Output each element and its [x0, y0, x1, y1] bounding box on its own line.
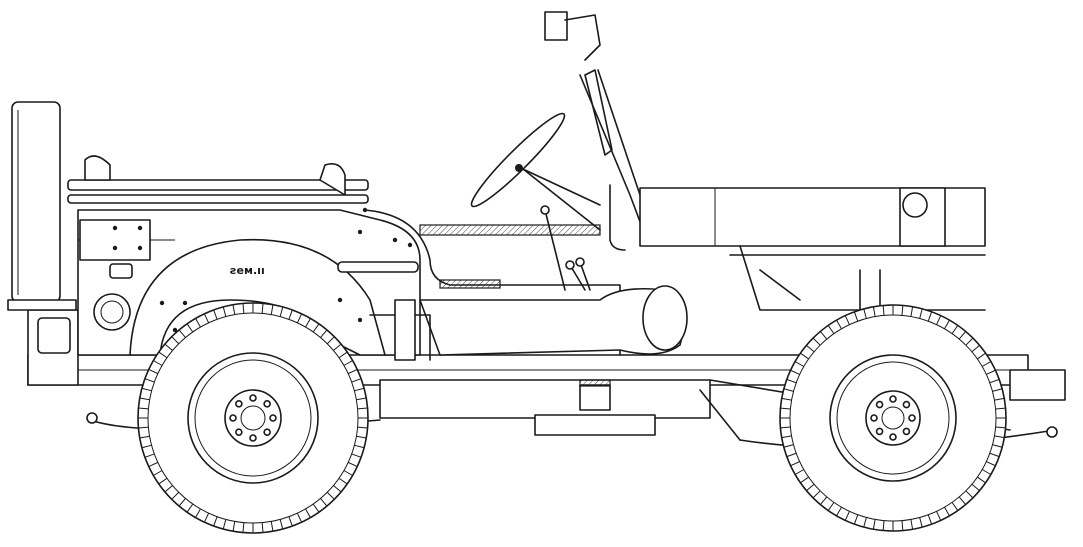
rear-wheel [137, 302, 369, 534]
windshield-frame [544, 11, 646, 251]
hood [639, 187, 986, 311]
top-rails [67, 155, 369, 204]
wheel-lug-nuts [229, 394, 916, 442]
body-rivets [112, 207, 413, 333]
drivetrain [369, 224, 688, 411]
rear-stack [7, 101, 77, 311]
tire-treads [138, 303, 1006, 533]
steering-assembly [470, 112, 601, 231]
hood-marking-text: ƨeм.ıı [230, 264, 265, 277]
shift-levers [540, 205, 591, 291]
rear-fender [37, 238, 386, 356]
